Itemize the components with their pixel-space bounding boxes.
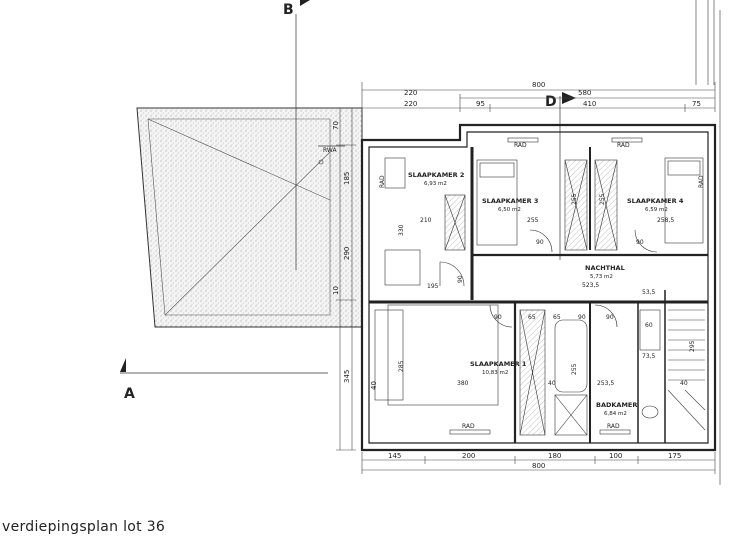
- room-area-nachthal: 5,73 m2: [590, 274, 613, 280]
- dim-r4-90: 90: [636, 239, 644, 246]
- dim-left-40: 40: [370, 381, 378, 390]
- dim-hall-90a: 90: [494, 314, 502, 321]
- dim-r2-195: 195: [427, 283, 439, 290]
- dim-bottom-180: 180: [548, 452, 561, 460]
- dim-r1-2535: 253,5: [597, 380, 614, 387]
- dim-top-95: 95: [476, 100, 485, 108]
- label-rad-6: RAD: [698, 175, 705, 188]
- dim-r3-255v: 255: [571, 193, 578, 205]
- dim-r2-90: 90: [457, 275, 464, 283]
- dim-top-580: 580: [578, 89, 591, 97]
- top-dimensions: [361, 82, 716, 112]
- dim-hall-65b: 65: [553, 314, 561, 321]
- dim-r1-255: 255: [571, 363, 578, 375]
- room-label-slaapkamer-4: SLAAPKAMER 4: [627, 197, 684, 205]
- dim-r3-90: 90: [536, 239, 544, 246]
- dim-r2-330: 330: [398, 224, 405, 236]
- dim-b-295: 295: [689, 340, 696, 352]
- dim-b-535: 53,5: [642, 289, 656, 296]
- room-area-slaapkamer-1: 10,83 m2: [482, 370, 508, 376]
- dim-r2-210: 210: [420, 217, 432, 224]
- dim-r1-40: 40: [548, 380, 556, 387]
- dim-left-70: 70: [332, 121, 340, 130]
- dim-hall-65a: 65: [528, 314, 536, 321]
- label-rad-3: RAD: [462, 423, 475, 430]
- section-label-a: A: [124, 386, 135, 402]
- dim-left-10: 10: [332, 286, 340, 295]
- section-label-d: D: [545, 94, 557, 110]
- label-rad-2: RAD: [617, 142, 630, 149]
- dim-left-290: 290: [343, 247, 351, 260]
- room-area-slaapkamer-3: 6,50 m2: [498, 207, 521, 213]
- section-label-b: B: [283, 2, 294, 18]
- dim-b-40: 40: [680, 380, 688, 387]
- dim-hall-90b: 90: [578, 314, 586, 321]
- room-label-slaapkamer-1: SLAAPKAMER 1: [470, 360, 527, 368]
- label-rad-1: RAD: [514, 142, 527, 149]
- dim-b-60: 60: [645, 322, 653, 329]
- dim-bottom-175: 175: [668, 452, 681, 460]
- dim-r4-2585: 258,5: [657, 217, 674, 224]
- neighbour-lines: [695, 0, 721, 485]
- furniture: [374, 137, 706, 436]
- room-label-nachthal: NACHTHAL: [585, 264, 625, 272]
- bottom-dimensions: [361, 452, 716, 474]
- room-area-slaapkamer-2: 6,93 m2: [424, 181, 447, 187]
- plan-caption: verdiepingsplan lot 36: [2, 519, 166, 535]
- room-area-badkamer: 6,84 m2: [604, 411, 627, 417]
- room-label-slaapkamer-3: SLAAPKAMER 3: [482, 197, 538, 205]
- door-swings: [439, 229, 658, 328]
- dim-top-220b: 220: [404, 100, 417, 108]
- dim-bottom-145: 145: [388, 452, 401, 460]
- dim-hall-5235: 523,5: [582, 282, 599, 289]
- dim-left-345: 345: [343, 370, 351, 383]
- room-area-slaapkamer-4: 6,59 m2: [645, 207, 668, 213]
- dim-bottom-100: 100: [609, 452, 622, 460]
- dim-top-75: 75: [692, 100, 701, 108]
- dim-bottom-total: 800: [532, 462, 545, 470]
- building-walls: [360, 123, 717, 452]
- dim-top-total: 800: [532, 81, 545, 89]
- label-rwa: RWA: [323, 147, 338, 154]
- dim-r4-255v: 255: [599, 193, 606, 205]
- room-label-slaapkamer-2: SLAAPKAMER 2: [408, 171, 464, 179]
- room-label-badkamer: BADKAMER: [596, 401, 637, 409]
- dim-hall-90c: 90: [606, 314, 614, 321]
- dim-r3-255: 255: [527, 217, 539, 224]
- dim-top-410: 410: [583, 100, 596, 108]
- label-rad-5: RAD: [379, 175, 386, 188]
- dim-r1-285: 285: [398, 360, 405, 372]
- dim-left-185: 185: [343, 172, 351, 185]
- dim-bottom-200: 200: [462, 452, 475, 460]
- section-marks: [120, 0, 576, 374]
- label-rad-4: RAD: [607, 423, 620, 430]
- dim-b-735: 73,5: [642, 353, 656, 360]
- terrace-area: [136, 107, 363, 328]
- dim-r1-380: 380: [457, 380, 469, 387]
- dim-top-220a: 220: [404, 89, 417, 97]
- left-dimensions: [336, 108, 356, 451]
